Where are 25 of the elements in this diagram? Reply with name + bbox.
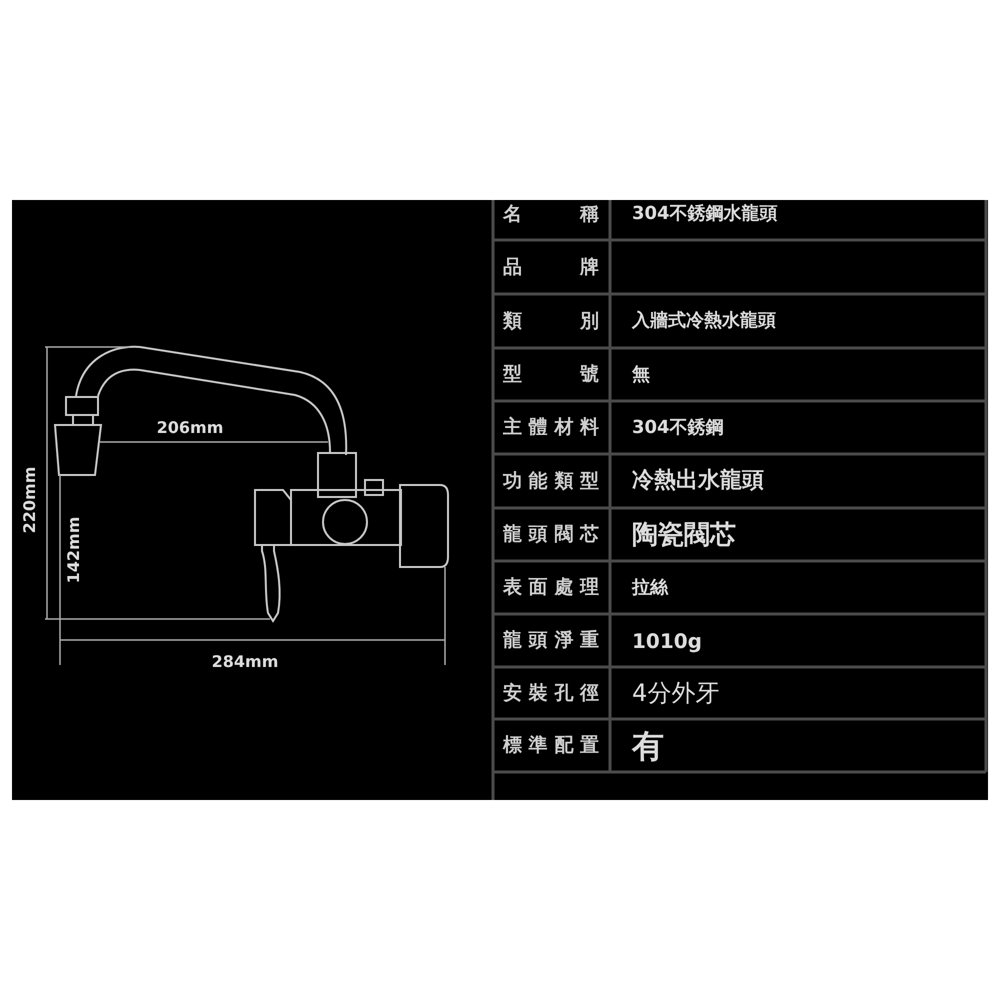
spec-value: 冷熱出水龍頭	[632, 470, 764, 492]
dimension-label: 206mm	[156, 420, 224, 436]
spec-value: 入牆式冷熱水龍頭	[632, 312, 776, 330]
dimension-label: 220mm	[22, 466, 38, 534]
spec-value: 陶瓷閥芯	[632, 522, 736, 548]
spec-value: 304不銹鋼水龍頭	[632, 205, 778, 223]
dimension-label: 142mm	[66, 516, 82, 584]
spec-value: 有	[632, 730, 664, 762]
spec-name: 型號	[503, 365, 599, 384]
spec-name: 安裝孔徑	[503, 684, 599, 702]
spec-name: 名稱	[503, 204, 599, 224]
spec-name: 龍頭閥芯	[503, 525, 599, 544]
spec-name: 主體材料	[503, 418, 599, 437]
spec-value: 拉絲	[632, 578, 668, 596]
spec-value: 1010g	[632, 630, 702, 650]
spec-name: 表面處理	[503, 578, 599, 597]
spec-name: 類別	[503, 312, 599, 330]
spec-name: 標準配置	[503, 736, 599, 755]
spec-value: 無	[632, 366, 650, 384]
spec-name: 品牌	[503, 258, 599, 276]
spec-value: 4分外牙	[632, 681, 720, 705]
spec-name: 功能類型	[503, 472, 599, 490]
spec-value: 304不銹鋼	[632, 418, 724, 436]
spec-name: 龍頭淨重	[503, 631, 599, 650]
dimension-label: 284mm	[212, 654, 278, 670]
